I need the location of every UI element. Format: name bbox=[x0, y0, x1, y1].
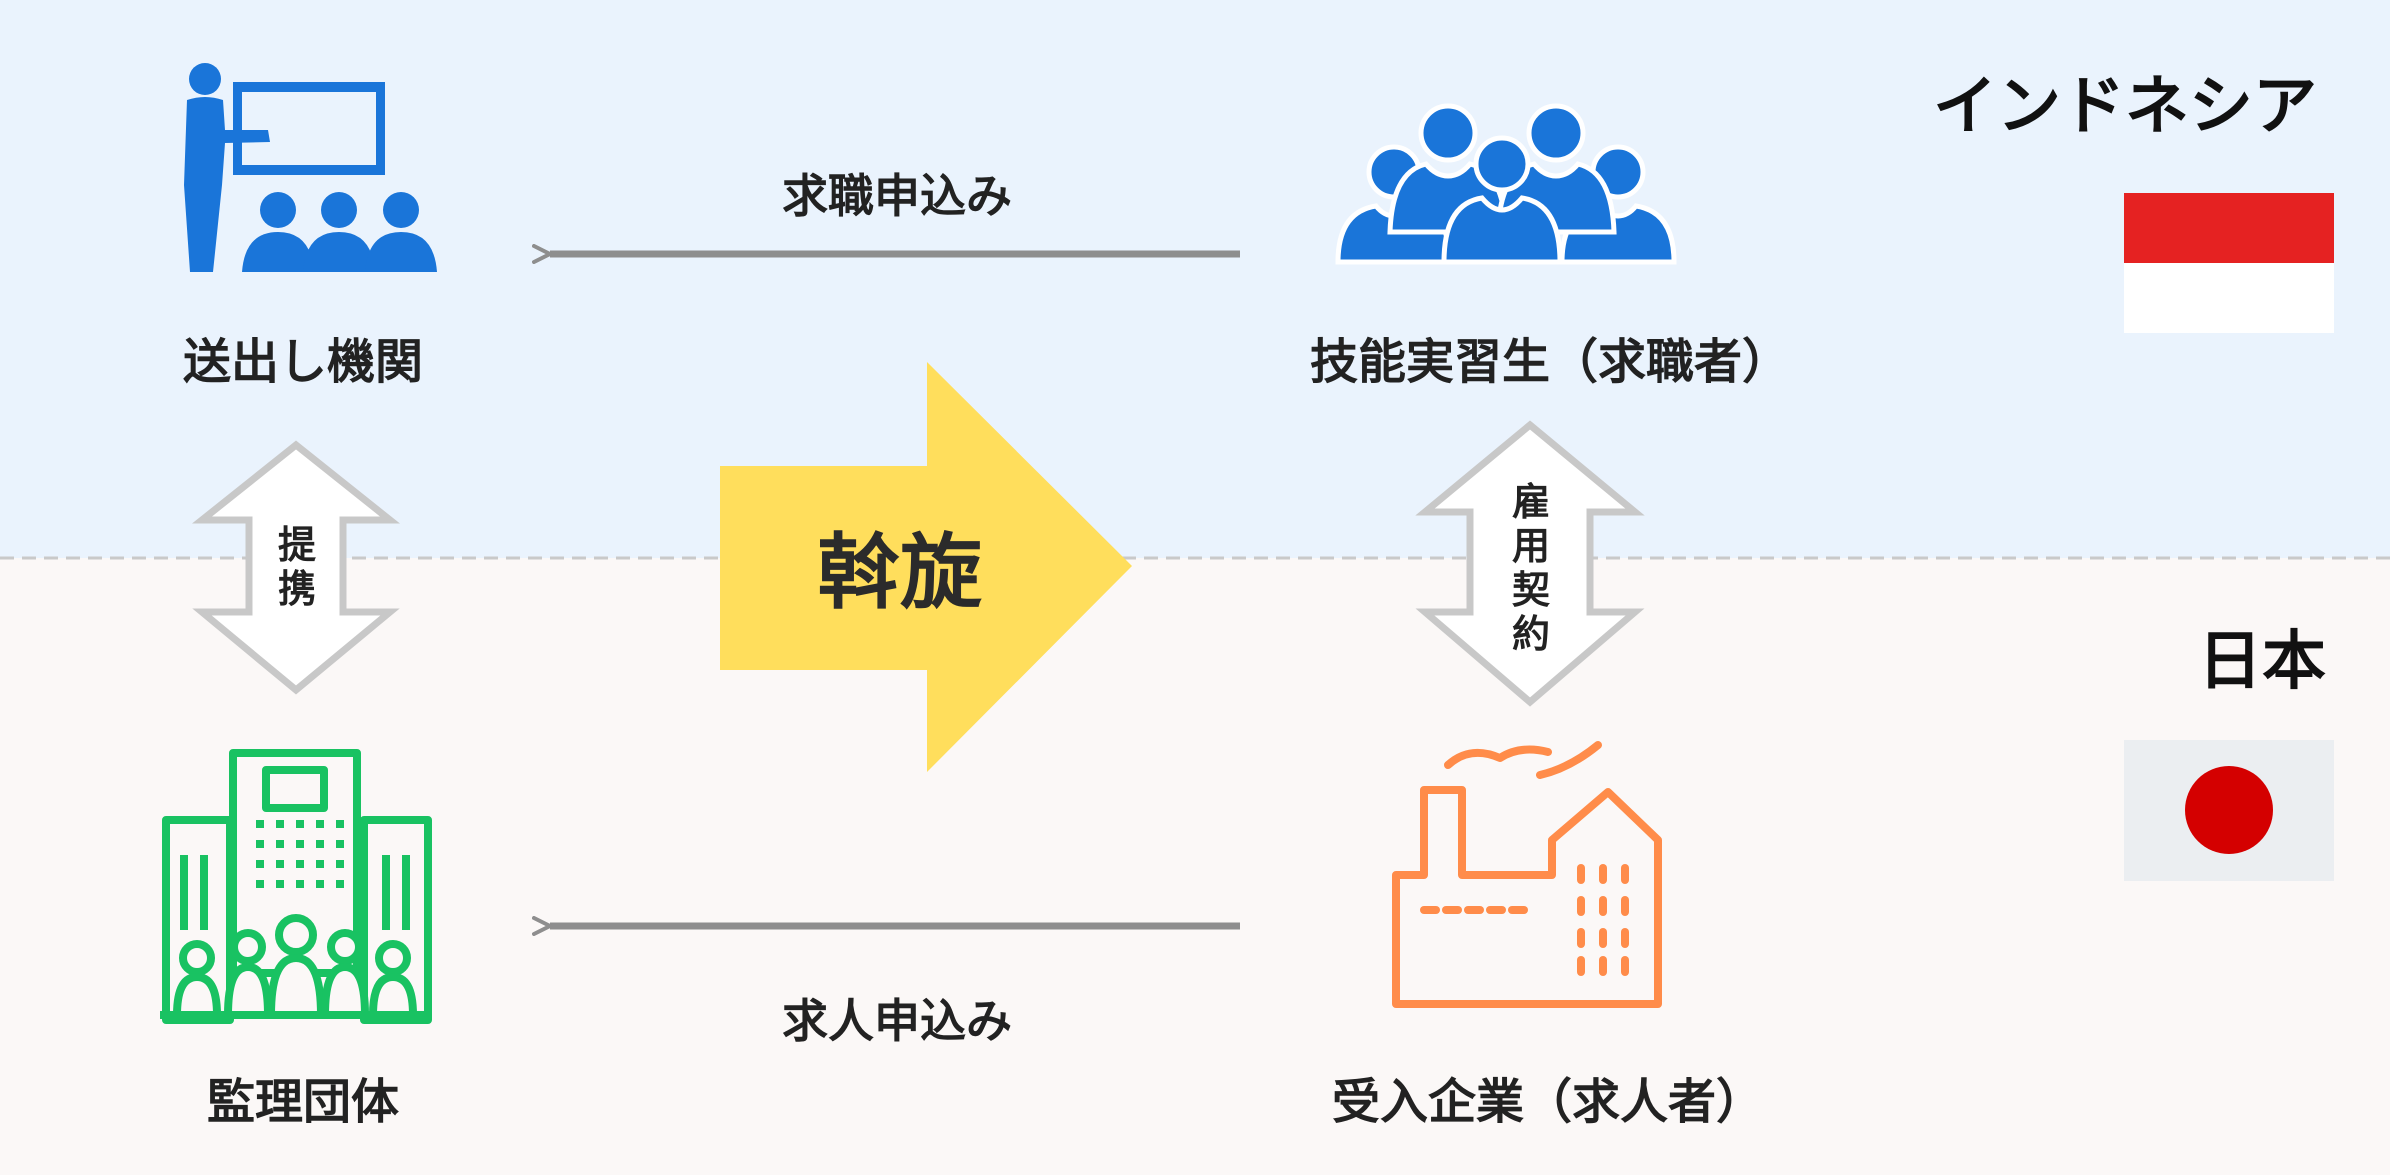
trainees-label: 技能実習生（求職者） bbox=[1309, 334, 1791, 390]
people-group-icon bbox=[1335, 103, 1677, 265]
job-offer-label: 求人申込み bbox=[782, 994, 1012, 1048]
partnership-label: 提携 bbox=[277, 523, 316, 611]
job-application-label: 求職申込み bbox=[782, 169, 1012, 223]
mediation-arrow bbox=[720, 362, 1132, 772]
japan-flag-icon bbox=[2124, 740, 2334, 881]
indonesia-flag-icon bbox=[2124, 193, 2334, 333]
mediation-label: 斡旋 bbox=[817, 525, 983, 621]
building-people-icon bbox=[160, 749, 432, 1024]
host-company-label: 受入企業（求人者） bbox=[1331, 1074, 1765, 1130]
building-window-grid bbox=[256, 820, 344, 888]
factory-icon bbox=[1392, 741, 1662, 1008]
supervising-org-label: 監理団体 bbox=[206, 1074, 400, 1130]
sending-org-label: 送出し機関 bbox=[182, 334, 424, 390]
employment-contract-label: 雇用契約 bbox=[1511, 480, 1550, 656]
region-label-japan: 日本 bbox=[2198, 625, 2326, 699]
japan-region bbox=[0, 558, 2390, 1175]
region-label-indonesia: インドネシア bbox=[1933, 70, 2317, 144]
indonesia-region bbox=[0, 0, 2390, 558]
partnership-double-arrow bbox=[192, 440, 400, 695]
presentation-teacher-icon bbox=[184, 63, 437, 272]
employment-contract-double-arrow bbox=[1415, 420, 1645, 707]
